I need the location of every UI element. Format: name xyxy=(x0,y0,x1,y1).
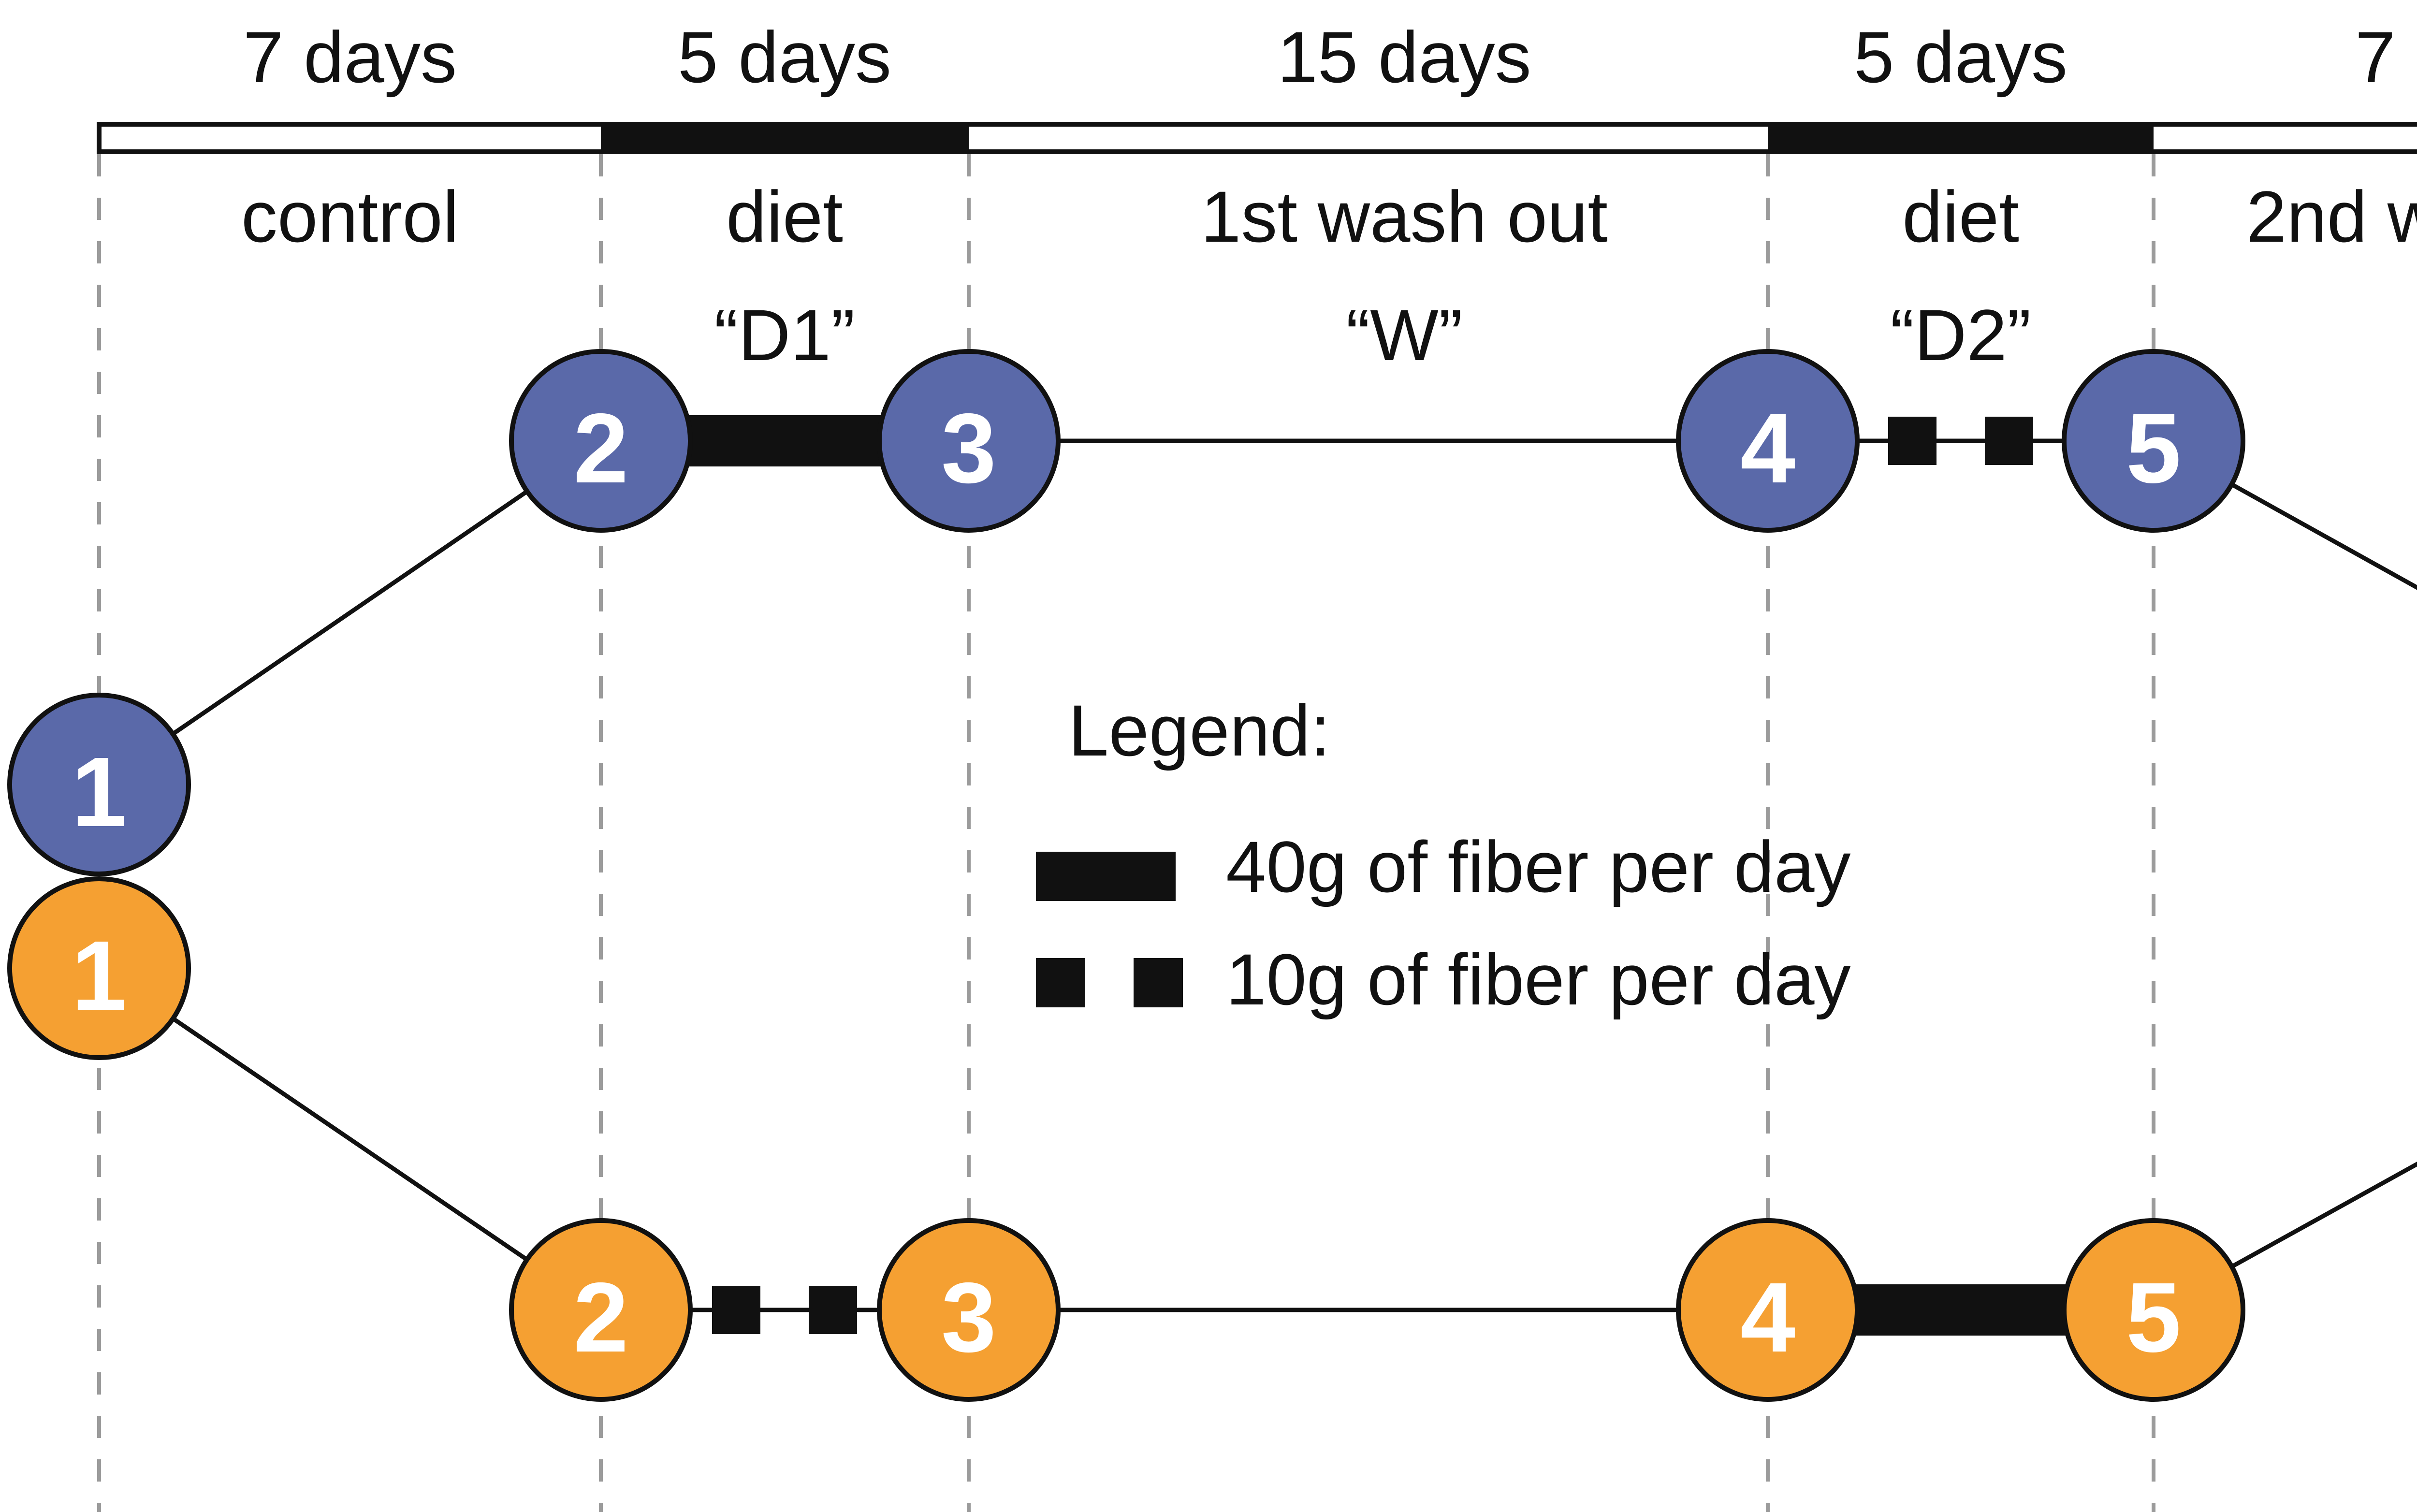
connector-line xyxy=(98,966,602,1312)
fiber-10g-dash-top xyxy=(1985,417,2033,465)
connector-line xyxy=(2152,1162,2417,1312)
duration-label-3: 15 days xyxy=(1277,16,1531,98)
fiber-10g-dash-top xyxy=(1888,417,1937,465)
duration-labels: 7 days 5 days 15 days 5 days 7 days xyxy=(243,16,2417,98)
node-circle-top-5 xyxy=(2062,349,2245,533)
node-number: 4 xyxy=(1740,1262,1795,1373)
phase-label-control: control xyxy=(241,176,459,257)
code-label-d1: “D1” xyxy=(714,294,855,376)
connector-line xyxy=(2152,439,2417,590)
code-label-d2: “D2” xyxy=(1890,294,2031,376)
legend-title: Legend: xyxy=(1068,690,1330,771)
duration-label-1: 7 days xyxy=(243,16,457,98)
bottom-arm-nodes: 1 2 3 4 5 6 xyxy=(7,876,2245,1402)
node-number: 2 xyxy=(573,1262,628,1373)
period-code-labels: “D1” “W” “D2” xyxy=(714,294,2031,376)
node-number: 5 xyxy=(2126,393,2181,504)
fiber-10g-dash-bottom xyxy=(809,1286,857,1334)
node-number: 3 xyxy=(941,393,996,504)
node-number: 3 xyxy=(941,1262,996,1373)
node-circle-bottom-5 xyxy=(2062,1218,2245,1402)
timeline-bar xyxy=(97,122,2417,154)
legend-item-label: 40g of fiber per day xyxy=(1226,826,1851,907)
duration-label-5: 7 days xyxy=(2355,16,2417,98)
diet2-segment xyxy=(1768,122,2154,154)
node-number: 1 xyxy=(72,737,127,847)
legend-item-label: 10g of fiber per day xyxy=(1226,939,1851,1020)
node-circle-bottom-3 xyxy=(877,1218,1061,1402)
node-number: 2 xyxy=(573,393,628,504)
node-circle-bottom-1 xyxy=(7,876,191,1060)
dashed-bar-swatch xyxy=(1036,958,1085,1007)
phase-label-washout1: 1st wash out xyxy=(1201,176,1608,257)
fiber-10g-dash-bottom xyxy=(712,1286,760,1334)
phase-labels: control diet 1st wash out diet 2nd wash … xyxy=(241,176,2417,257)
node-number: 1 xyxy=(72,920,127,1031)
legend: Legend: 40g of fiber per day 10g of fibe… xyxy=(1036,690,1851,1020)
phase-label-washout2: 2nd wash out xyxy=(2246,176,2417,257)
diet1-segment xyxy=(601,122,969,154)
node-number: 4 xyxy=(1740,393,1795,504)
solid-bar-swatch xyxy=(1036,852,1176,901)
node-circle-bottom-2 xyxy=(509,1218,693,1402)
duration-label-2: 5 days xyxy=(678,16,891,98)
node-circle-top-3 xyxy=(877,349,1061,533)
phase-label-diet1: diet xyxy=(726,176,843,257)
node-circle-top-4 xyxy=(1676,349,1860,533)
code-label-w: “W” xyxy=(1346,294,1462,376)
phase-label-diet2: diet xyxy=(1902,176,2019,257)
dashed-bar-swatch xyxy=(1134,958,1183,1007)
node-circle-bottom-4 xyxy=(1676,1218,1860,1402)
top-arm-nodes: 1 2 3 4 5 6 xyxy=(7,349,2245,876)
duration-label-4: 5 days xyxy=(1854,16,2068,98)
node-number: 5 xyxy=(2126,1262,2181,1373)
node-circle-top-2 xyxy=(509,349,693,533)
node-circle-top-1 xyxy=(7,693,191,876)
connector-line xyxy=(98,439,602,786)
